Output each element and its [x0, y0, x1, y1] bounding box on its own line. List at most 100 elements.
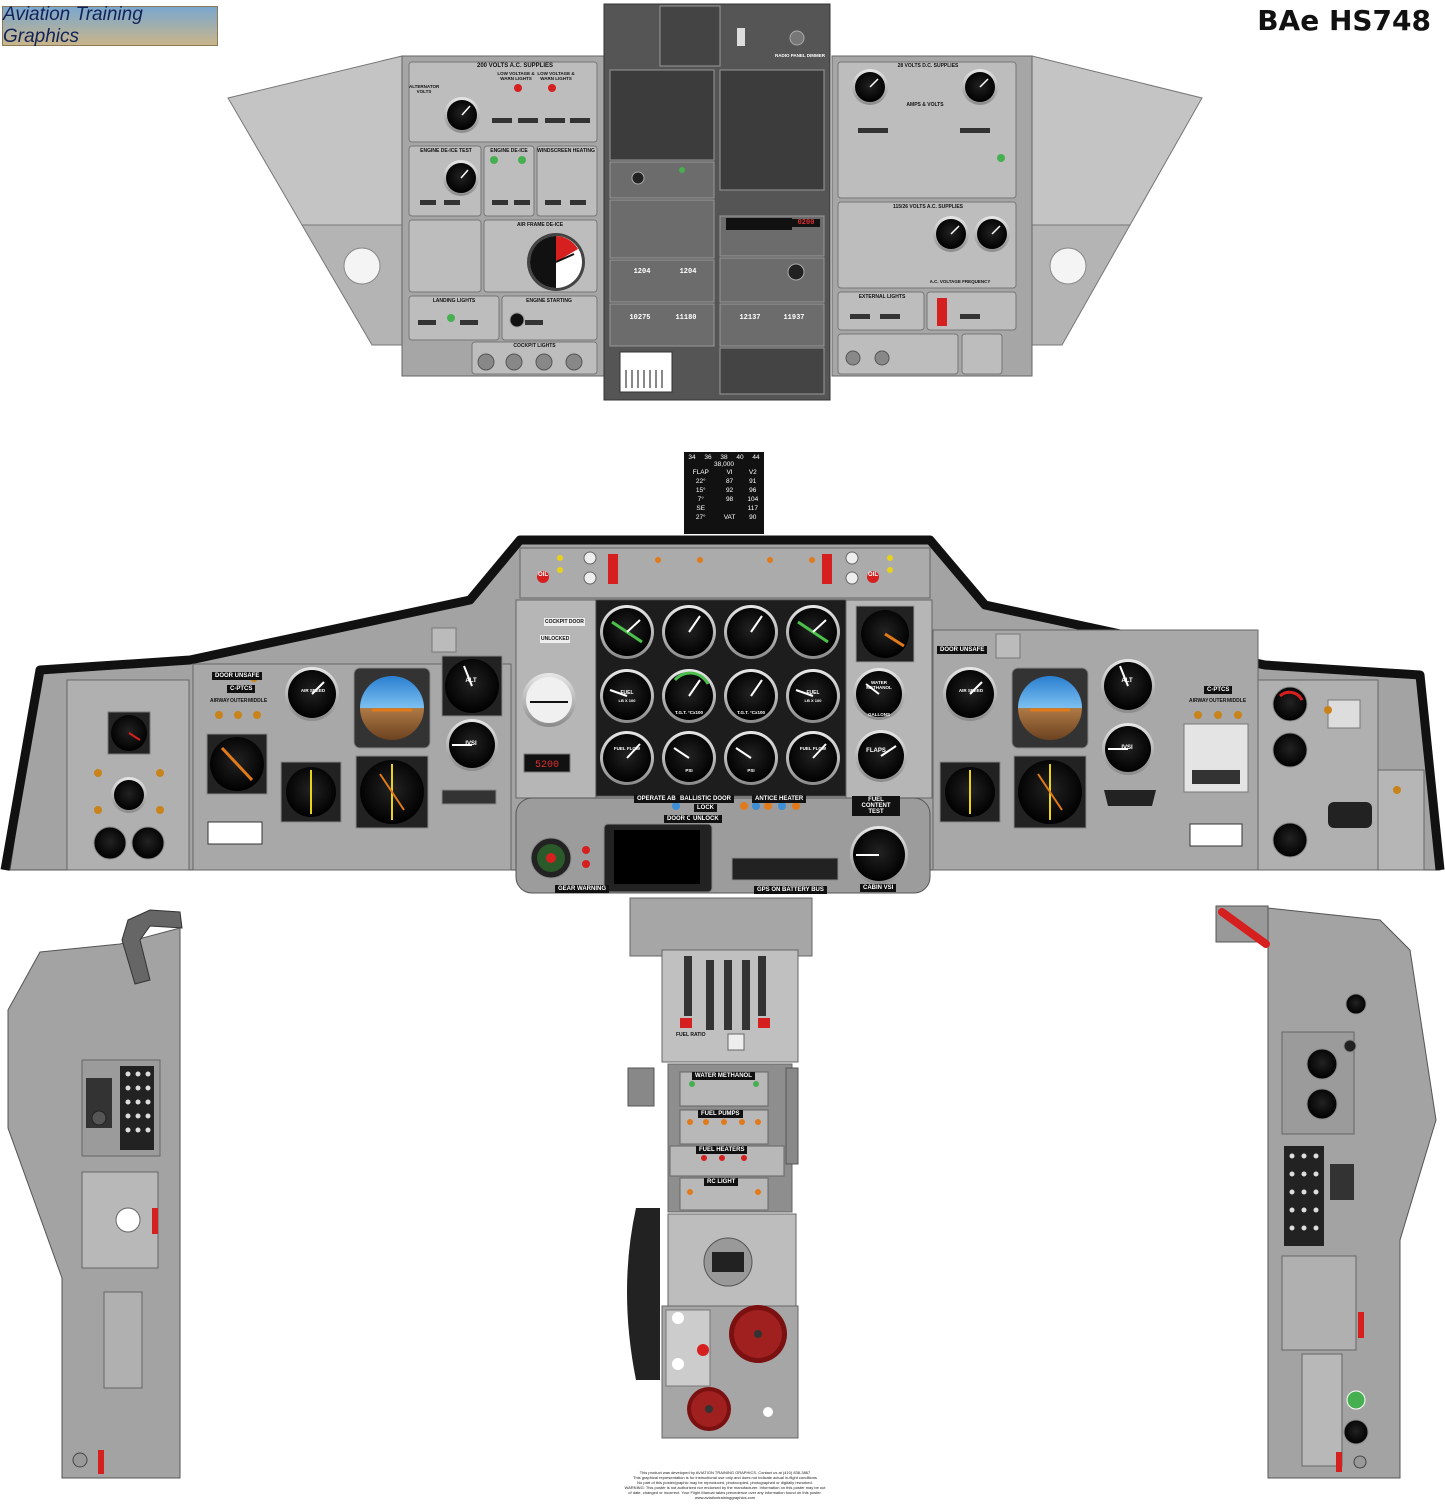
nav2-freq-right: 11937 — [783, 314, 805, 322]
label-flaps: FLAPS — [866, 748, 886, 754]
overhead-left-wing — [227, 55, 403, 226]
label-fuel-flow-left: FUEL FLOW — [613, 746, 641, 751]
label-psi-2: PSI — [747, 768, 755, 773]
card-weight-5: 44 — [752, 454, 760, 461]
fo-ivsi — [1102, 723, 1154, 775]
cockpit-lights-knobs — [477, 350, 890, 371]
right-side-console — [1215, 905, 1437, 1479]
rpm-gauge-2 — [724, 605, 778, 659]
label-water-methanol-gauge: WATER METHANOL — [866, 680, 892, 690]
label-windscreen-heating: WINDSCREEN HEATING — [537, 148, 595, 154]
label-gallons: GALLONS — [868, 712, 890, 717]
label-ac-115-supplies: 115/26 VOLTS A.C. SUPPLIES — [892, 204, 964, 210]
captain-adi — [353, 667, 431, 749]
fo-placard — [1189, 823, 1243, 847]
throttle-levers — [684, 956, 766, 1030]
flaps-gauge — [855, 730, 907, 782]
overhead-right-lower — [1031, 224, 1131, 346]
tiller-handle — [121, 909, 183, 985]
label-lbx100-1: LB X 100 — [618, 698, 636, 703]
label-cptcs-fo: C-PTCS — [1204, 686, 1233, 694]
standby-alt-gauge — [855, 605, 915, 663]
label-gps-on-battery-bus: GPS ON BATTERY BUS — [754, 886, 827, 894]
label-cptcs-captain: C-PTCS — [227, 685, 256, 693]
captain-airspeed-indicator — [285, 667, 339, 721]
label-engine-deice-test: ENGINE DE-ICE TEST — [420, 148, 472, 154]
label-radio-panel-dimmer: RADIO PANEL DIMMER — [774, 53, 826, 58]
captain-altimeter — [441, 655, 503, 717]
baro-display — [523, 753, 571, 773]
gps-annunciator — [731, 857, 839, 881]
fo-adi — [1011, 667, 1089, 749]
label-antice-heater: ANTICE HEATER — [752, 795, 807, 803]
captain-transponder-box — [441, 789, 497, 805]
label-cockpit-door: COCKPIT DOOR — [544, 618, 585, 626]
standby-attitude-indicator — [522, 673, 576, 727]
label-fuel-flow-right: FUEL FLOW — [799, 746, 827, 751]
captain-adf — [280, 761, 342, 823]
label-marker-airway: AIRWAY — [210, 698, 230, 704]
tgt-gauge-1 — [662, 669, 716, 723]
label-unlocked: UNLOCKED — [540, 635, 571, 643]
aircraft-model-title: BAe HS748 — [1257, 4, 1431, 37]
ac-volts-gauge — [933, 216, 969, 252]
label-low-voltage-2: LOW VOLTAGE & WARN LIGHTS — [537, 71, 575, 81]
fo-hsi — [1013, 755, 1087, 829]
pedestal-red-knob-2 — [687, 1387, 731, 1431]
overhead-right-wing — [1031, 55, 1203, 226]
label-airspeed-fo: AIR SPEED — [958, 688, 984, 693]
label-unlock: UNLOCK — [690, 815, 722, 823]
label-external-lights: EXTERNAL LIGHTS — [858, 294, 906, 300]
overhead-left-lower — [301, 224, 403, 346]
trim-wheel — [627, 1208, 660, 1380]
label-marker-outer-fo: OUTER — [1209, 698, 1227, 704]
tgt-gauge-2 — [724, 669, 778, 723]
label-fuel-heaters: FUEL HEATERS — [696, 1146, 748, 1154]
fo-airspeed-indicator — [943, 667, 997, 721]
torque-gauge-1 — [600, 605, 654, 659]
fuel-gauge-2 — [786, 669, 840, 723]
copyright-footer: This product was developed by AVIATION T… — [600, 1470, 850, 1500]
label-dc-supplies: 28 VOLTS D.C. SUPPLIES — [897, 63, 959, 69]
captain-suction-gauge — [111, 777, 147, 813]
center-pedestal — [627, 897, 813, 1439]
label-fuel-1: FUEL — [620, 690, 634, 696]
brand-logo: Aviation Training Graphics — [2, 4, 218, 47]
nav-freq-left: 10275 — [629, 314, 651, 322]
overhead-left-dome-light — [343, 247, 381, 285]
torque-gauge-2 — [786, 605, 840, 659]
footer-line: This product was developed by AVIATION T… — [639, 1470, 811, 1475]
nav-freq-right: 11180 — [675, 314, 697, 322]
label-lock: LOCK — [694, 804, 717, 812]
label-ballistic-door: BALLISTIC DOOR — [677, 795, 734, 803]
dc-amps-gauge-right — [962, 69, 998, 105]
left-side-console — [7, 909, 183, 1479]
card-weight-4: 40 — [736, 454, 744, 461]
label-rc-light: RC LIGHT — [704, 1178, 739, 1186]
alternator-volts-gauge — [444, 97, 480, 133]
main-instrument-panel: 5200 — [0, 535, 1445, 894]
trim-indicator — [703, 1237, 753, 1287]
label-marker-outer: OUTER — [230, 698, 248, 704]
captain-placard — [207, 821, 263, 845]
label-tgt-1: T.G.T. °Cx100 — [674, 710, 704, 715]
com-freq-2: 1204 — [679, 268, 697, 276]
transponder-code: 0200 — [792, 219, 820, 227]
label-fuel-ratio: FUEL RATIO — [676, 1032, 706, 1038]
label-ac-frequency: A.C. VOLTAGE FREQUENCY — [929, 279, 991, 284]
brand-text: Aviation Training Graphics — [3, 4, 143, 47]
fo-adf — [939, 761, 1001, 823]
water-methanol-gauge — [853, 668, 905, 720]
fire-handles — [537, 551, 893, 585]
fuel-gauge-1 — [600, 669, 654, 723]
label-engine-starting: ENGINE STARTING — [526, 298, 572, 304]
card-weight-unit: 38,000 — [714, 461, 734, 468]
right-handle-red — [1218, 908, 1270, 948]
label-operate-ab: OPERATE AB — [634, 795, 679, 803]
dc-amps-gauge-left — [852, 69, 888, 105]
captain-ivsi — [446, 719, 498, 771]
overhead-indicator-lights — [447, 84, 1005, 326]
